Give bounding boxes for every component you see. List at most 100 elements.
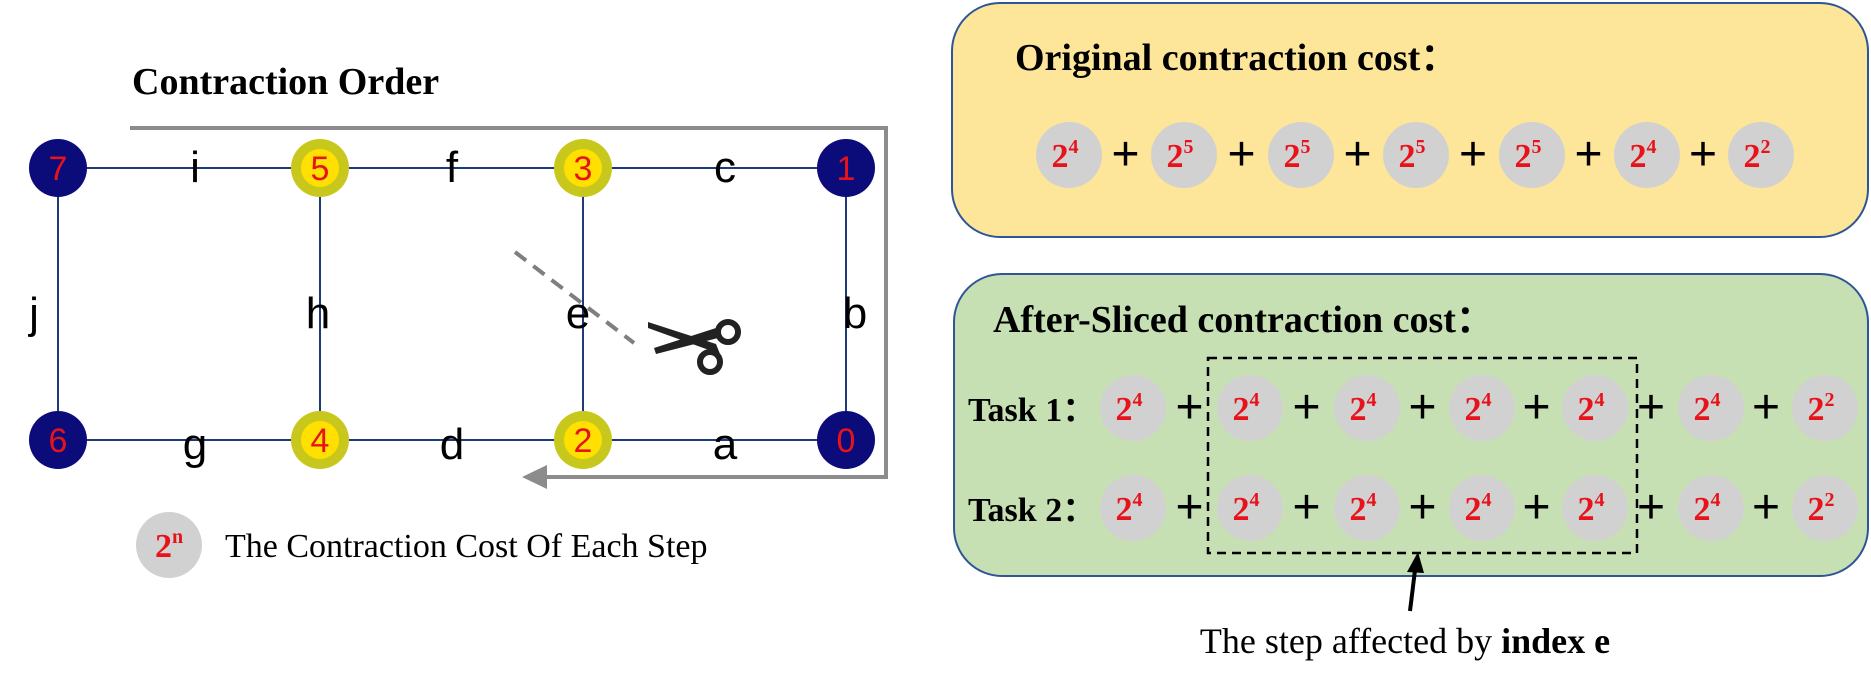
task-1-term-3-circle [1334,375,1400,441]
task-1-term-4: 24 [1449,375,1515,441]
task-2-label: Task 2： [968,492,1096,529]
node-label-5: 5 [311,150,330,188]
task-2-term-5-circle [1562,475,1628,541]
task-2-term-7-circle [1792,475,1858,541]
task-2-term-7-value: 22 [1808,489,1835,528]
original-term-5: 25 [1499,122,1565,188]
node-3-core [564,149,602,187]
task-2-term-5: 24 [1562,475,1628,541]
contraction-order-path [130,126,888,479]
task-2-term-3-value: 24 [1350,489,1377,528]
task-2-term-4: 24 [1449,475,1515,541]
task-2-plus-1: + [1175,481,1203,534]
task-1-plus-4: + [1522,381,1550,434]
node-label-3: 3 [574,150,593,188]
node-label-0: 0 [837,422,856,460]
task-1-term-5-circle [1562,375,1628,441]
original-term-1-circle [1036,122,1102,188]
task-1-plus-2: + [1292,381,1320,434]
node-1 [817,139,875,197]
affected-steps-box [1206,356,1639,555]
task-1-term-6-circle [1678,375,1744,441]
original-term-1: 24 [1036,122,1102,188]
task-1-term-7-circle [1792,375,1858,441]
task-2-term-4-circle [1449,475,1515,541]
edge-label-b: b [843,289,867,338]
original-term-7-circle [1728,122,1794,188]
task-2-term-4-value: 24 [1465,489,1492,528]
task-2-plus-6: + [1752,481,1780,534]
contraction-order-arrowhead [522,465,547,489]
edge-label-h: h [306,289,330,338]
scissors-handle-upper [715,319,741,345]
sliced-cost-panel [953,273,1869,577]
edge-label-f: f [446,143,459,192]
annotation-arrow-head [1407,552,1424,573]
node-7 [29,139,87,197]
node-5-core [301,149,339,187]
task-1-term-7-value: 22 [1808,389,1835,428]
legend: 2n The Contraction Cost Of Each Step [136,512,708,578]
task-1-plus-6: + [1752,381,1780,434]
node-6 [29,411,87,469]
task-1-plus-3: + [1408,381,1436,434]
legend-cost-circle [136,512,202,578]
task-1-term-4-value: 24 [1465,389,1492,428]
original-term-6-circle [1614,122,1680,188]
scissors-blade-lower [654,328,718,354]
original-term-3: 25 [1268,122,1334,188]
scissors-blade-upper [648,322,720,354]
original-plus-4: + [1459,128,1487,181]
node-0 [817,411,875,469]
edge-label-e: e [566,289,590,338]
edge-label-a: a [713,420,738,469]
node-label-2: 2 [574,422,593,460]
task-2-term-6-circle [1678,475,1744,541]
task-2-plus-2: + [1292,481,1320,534]
node-label-1: 1 [837,150,856,188]
edge-label-g: g [183,420,207,469]
task-1-term-4-circle [1449,375,1515,441]
original-term-4: 25 [1383,122,1449,188]
original-term-4-circle [1383,122,1449,188]
task-1-term-5-value: 24 [1578,389,1605,428]
node-label-7: 7 [49,150,68,188]
sliced-cost-title: After-Sliced contraction cost： [993,299,1494,341]
original-term-3-circle [1268,122,1334,188]
task-1-term-2-value: 24 [1233,389,1260,428]
original-plus-1: + [1111,128,1139,181]
task-1-term-1-value: 24 [1116,389,1143,428]
legend-cost-symbol: 2n [155,526,183,565]
original-plus-2: + [1227,128,1255,181]
task-1-term-1: 24 [1100,375,1166,441]
contraction-order-title: Contraction Order [132,61,439,103]
task-2-term-7: 22 [1792,475,1858,541]
task-2-term-6: 24 [1678,475,1744,541]
slice-cut-line [513,250,636,345]
task-1-label: Task 1： [968,392,1096,429]
original-cost-terms: 24+25+25+25+25+24+22 [1036,122,1794,188]
task-1-term-6: 24 [1678,375,1744,441]
original-term-7: 22 [1728,122,1794,188]
scissors-icon [648,319,741,375]
task-2-term-2-circle [1217,475,1283,541]
task-2-term-2: 24 [1217,475,1283,541]
task-1-term-5: 24 [1562,375,1628,441]
node-label-6: 6 [49,422,68,460]
task-2-term-3: 24 [1334,475,1400,541]
original-term-4-value: 25 [1399,136,1426,175]
edge-label-c: c [714,143,736,192]
task-1-plus-5: + [1637,381,1665,434]
node-2-core [564,421,602,459]
original-term-2-circle [1151,122,1217,188]
original-term-3-value: 25 [1284,136,1311,175]
original-term-5-circle [1499,122,1565,188]
task-1-plus-1: + [1175,381,1203,434]
original-plus-5: + [1574,128,1602,181]
task-1-term-1-circle [1100,375,1166,441]
original-term-7-value: 22 [1744,136,1771,175]
task-2-term-1-circle [1100,475,1166,541]
